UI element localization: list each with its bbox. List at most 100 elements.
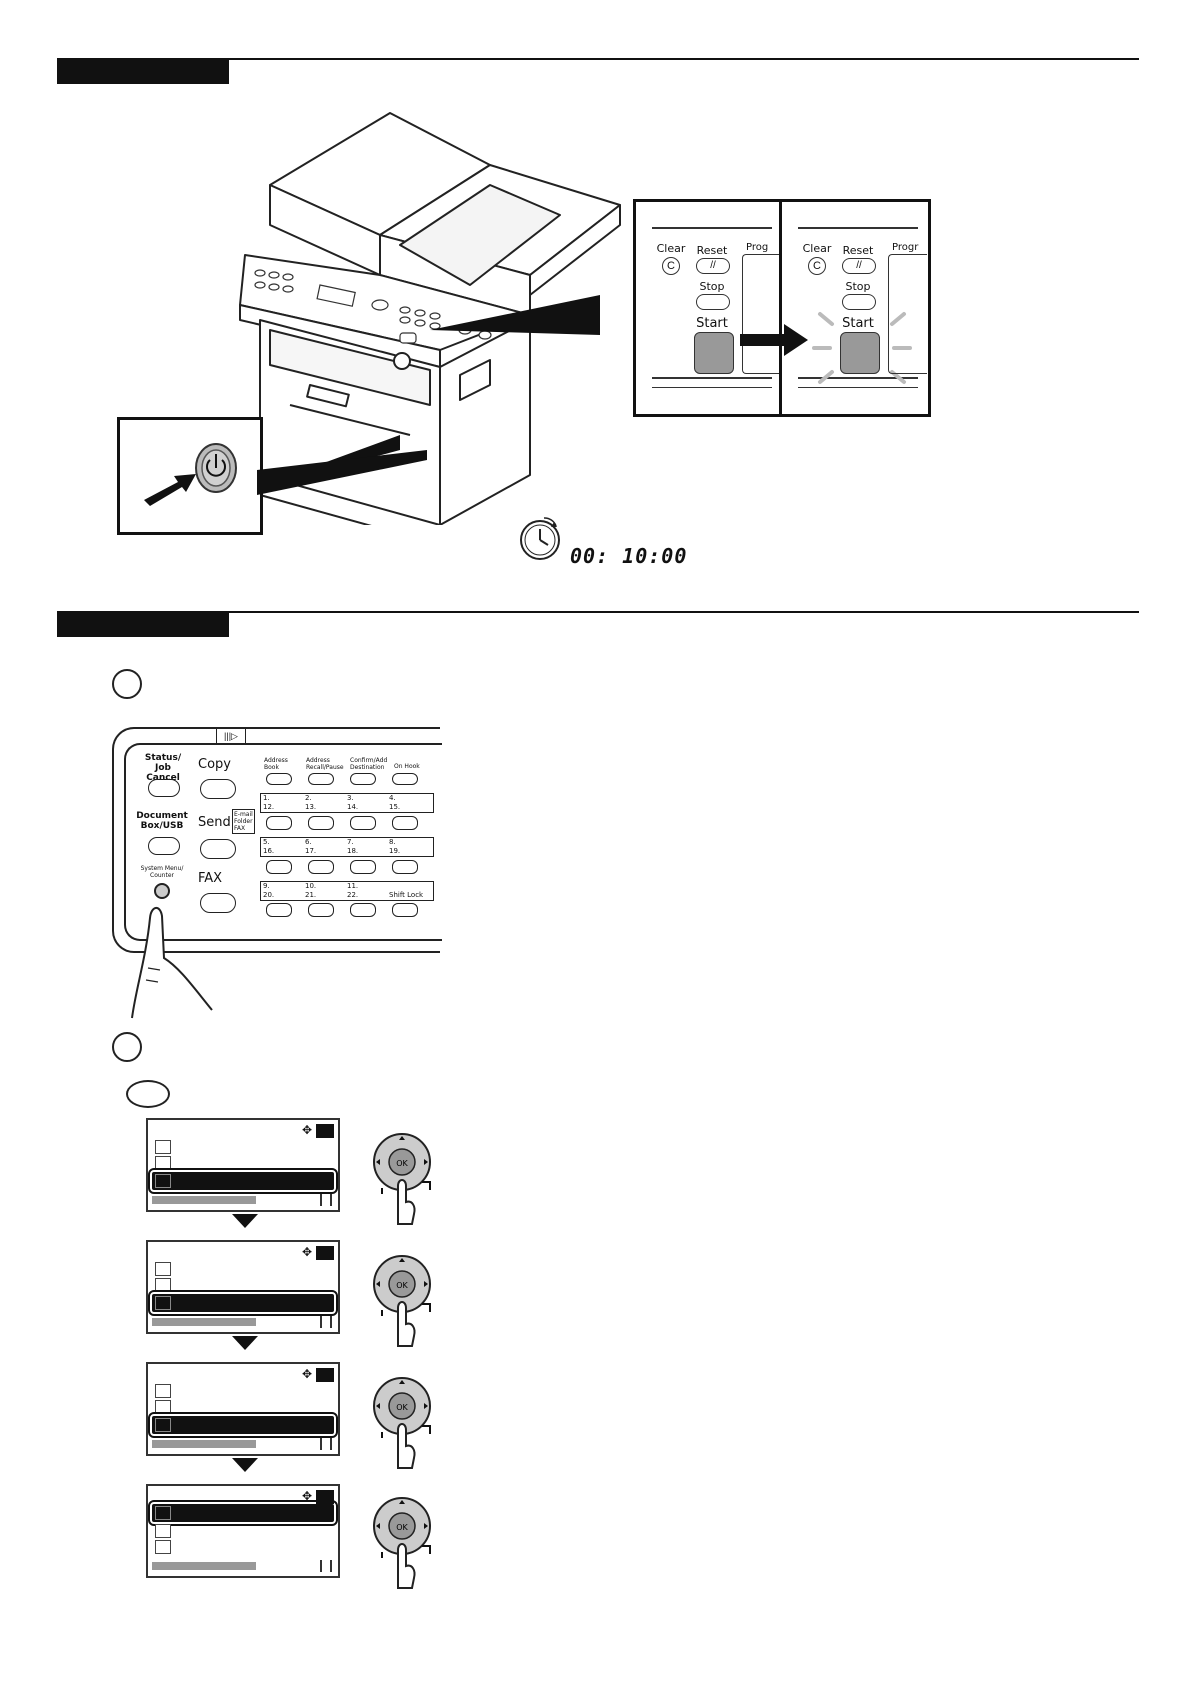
stop-icon[interactable] <box>696 294 730 310</box>
one-touch-key[interactable] <box>350 860 376 874</box>
navigation-arrows-icon: ✥ <box>301 1245 312 1259</box>
down-arrow-icon <box>232 1458 258 1472</box>
one-touch-key[interactable] <box>266 860 292 874</box>
prog-label-after: Progr <box>892 242 919 253</box>
one-touch-key[interactable] <box>308 860 334 874</box>
copy-button[interactable] <box>200 779 236 799</box>
address-book-button[interactable] <box>266 773 292 785</box>
ok-icon <box>316 1124 334 1138</box>
menu-item[interactable] <box>152 1522 334 1540</box>
right-arrow-icon <box>740 324 808 356</box>
navigation-arrows-icon: ✥ <box>301 1123 312 1137</box>
fax-button[interactable] <box>200 893 236 913</box>
confirm-add-button[interactable] <box>350 773 376 785</box>
step-1-circle <box>112 669 142 699</box>
lcd-screen-3: ✥ <box>146 1362 340 1456</box>
lcd-screen-4: ✥ <box>146 1484 340 1578</box>
lcd-screen-1: ✥ <box>146 1118 340 1212</box>
send-label: Send <box>198 815 231 830</box>
navigation-wheel-press-down[interactable]: OK <box>372 1494 434 1590</box>
navigation-arrows-icon: ✥ <box>301 1489 312 1503</box>
section-2-header-bar <box>57 611 229 637</box>
clear-icon[interactable]: C <box>662 257 680 275</box>
one-touch-key[interactable] <box>392 903 418 917</box>
scroll-bar <box>152 1562 256 1570</box>
menu-item-selected[interactable] <box>148 1500 338 1526</box>
navigation-wheel-press-down[interactable]: OK <box>372 1252 434 1348</box>
confirm-add-label: Confirm/Add Destination <box>350 757 388 771</box>
panel-slider-tab: |||▷ <box>216 727 246 745</box>
one-touch-key[interactable] <box>392 816 418 830</box>
svg-text:OK: OK <box>396 1403 408 1412</box>
reset-label-after: Reset <box>842 244 874 257</box>
menu-item[interactable] <box>152 1154 334 1172</box>
send-button[interactable] <box>200 839 236 859</box>
lcd-screen-2: ✥ <box>146 1240 340 1334</box>
operation-panel: |||▷ Status/ Job Cancel Copy Document Bo… <box>112 727 442 953</box>
one-touch-key[interactable] <box>308 816 334 830</box>
start-panel-before: Clear C Reset // Stop Start Prog <box>636 202 779 414</box>
address-recall-button[interactable] <box>308 773 334 785</box>
system-menu-button[interactable] <box>154 883 170 899</box>
one-touch-group-1: 1. 2. 3. 4. 12. 13. 14. 15. <box>260 793 434 813</box>
one-touch-key[interactable] <box>266 903 292 917</box>
menu-item[interactable] <box>152 1538 334 1556</box>
stop-icon-after[interactable] <box>842 294 876 310</box>
send-tag-label: E-mail Folder FAX <box>232 809 255 834</box>
one-touch-key[interactable] <box>350 816 376 830</box>
timer-display: 00: 10:00 <box>570 544 688 568</box>
navigation-wheel-press-down[interactable]: OK <box>372 1374 434 1470</box>
status-job-cancel-button[interactable] <box>148 779 180 797</box>
fax-label: FAX <box>198 871 223 886</box>
menu-item[interactable] <box>152 1398 334 1416</box>
one-touch-key[interactable] <box>350 903 376 917</box>
menu-item[interactable] <box>152 1138 334 1156</box>
power-icon <box>195 443 237 493</box>
down-arrow-icon <box>232 1214 258 1228</box>
power-callout-beam <box>257 450 427 495</box>
address-book-label: Address Book <box>264 757 288 771</box>
clear-label-after: Clear <box>802 242 832 255</box>
start-panel-after: Clear C Reset // Stop Start Progr <box>782 202 928 414</box>
status-job-cancel-label: Status/ Job Cancel <box>144 753 182 783</box>
reset-icon-after[interactable]: // <box>842 258 876 274</box>
menu-item-selected[interactable] <box>148 1290 338 1316</box>
one-touch-key[interactable] <box>266 816 292 830</box>
down-arrow-icon <box>232 1336 258 1350</box>
menu-item-selected[interactable] <box>148 1168 338 1194</box>
svg-text:OK: OK <box>396 1159 408 1168</box>
step-2-circle <box>112 1032 142 1062</box>
menu-item[interactable] <box>152 1260 334 1278</box>
power-switch-callout <box>117 417 263 535</box>
on-hook-button[interactable] <box>392 773 418 785</box>
start-icon-after[interactable] <box>840 332 880 374</box>
clear-icon-after[interactable]: C <box>808 257 826 275</box>
section-1-header-bar <box>57 58 229 84</box>
start-label-after: Start <box>842 316 874 331</box>
menu-item-selected[interactable] <box>148 1412 338 1438</box>
start-label: Start <box>696 316 728 331</box>
prog-label: Prog <box>746 242 769 253</box>
copy-label: Copy <box>198 757 231 772</box>
ok-icon <box>316 1490 334 1504</box>
reset-label: Reset <box>696 244 728 257</box>
stop-label-after: Stop <box>845 280 871 293</box>
one-touch-group-2: 5. 6. 7. 8. 16. 17. 18. 19. <box>260 837 434 857</box>
start-key-callout: Clear C Reset // Stop Start Prog Clear C… <box>633 199 931 417</box>
ok-icon <box>316 1368 334 1382</box>
start-icon[interactable] <box>694 332 734 374</box>
reset-icon[interactable]: // <box>696 258 730 274</box>
menu-item[interactable] <box>152 1382 334 1400</box>
scroll-bar <box>152 1318 256 1326</box>
menu-item[interactable] <box>152 1276 334 1294</box>
section-1-header-rule <box>229 58 1139 60</box>
navigation-arrows-icon: ✥ <box>301 1367 312 1381</box>
document-box-button[interactable] <box>148 837 180 855</box>
stop-label: Stop <box>699 280 725 293</box>
navigation-wheel-press-down[interactable]: OK <box>372 1130 434 1226</box>
on-hook-label: On Hook <box>394 763 420 770</box>
one-touch-key[interactable] <box>308 903 334 917</box>
address-recall-label: Address Recall/Pause <box>306 757 344 771</box>
svg-text:OK: OK <box>396 1281 408 1290</box>
one-touch-key[interactable] <box>392 860 418 874</box>
